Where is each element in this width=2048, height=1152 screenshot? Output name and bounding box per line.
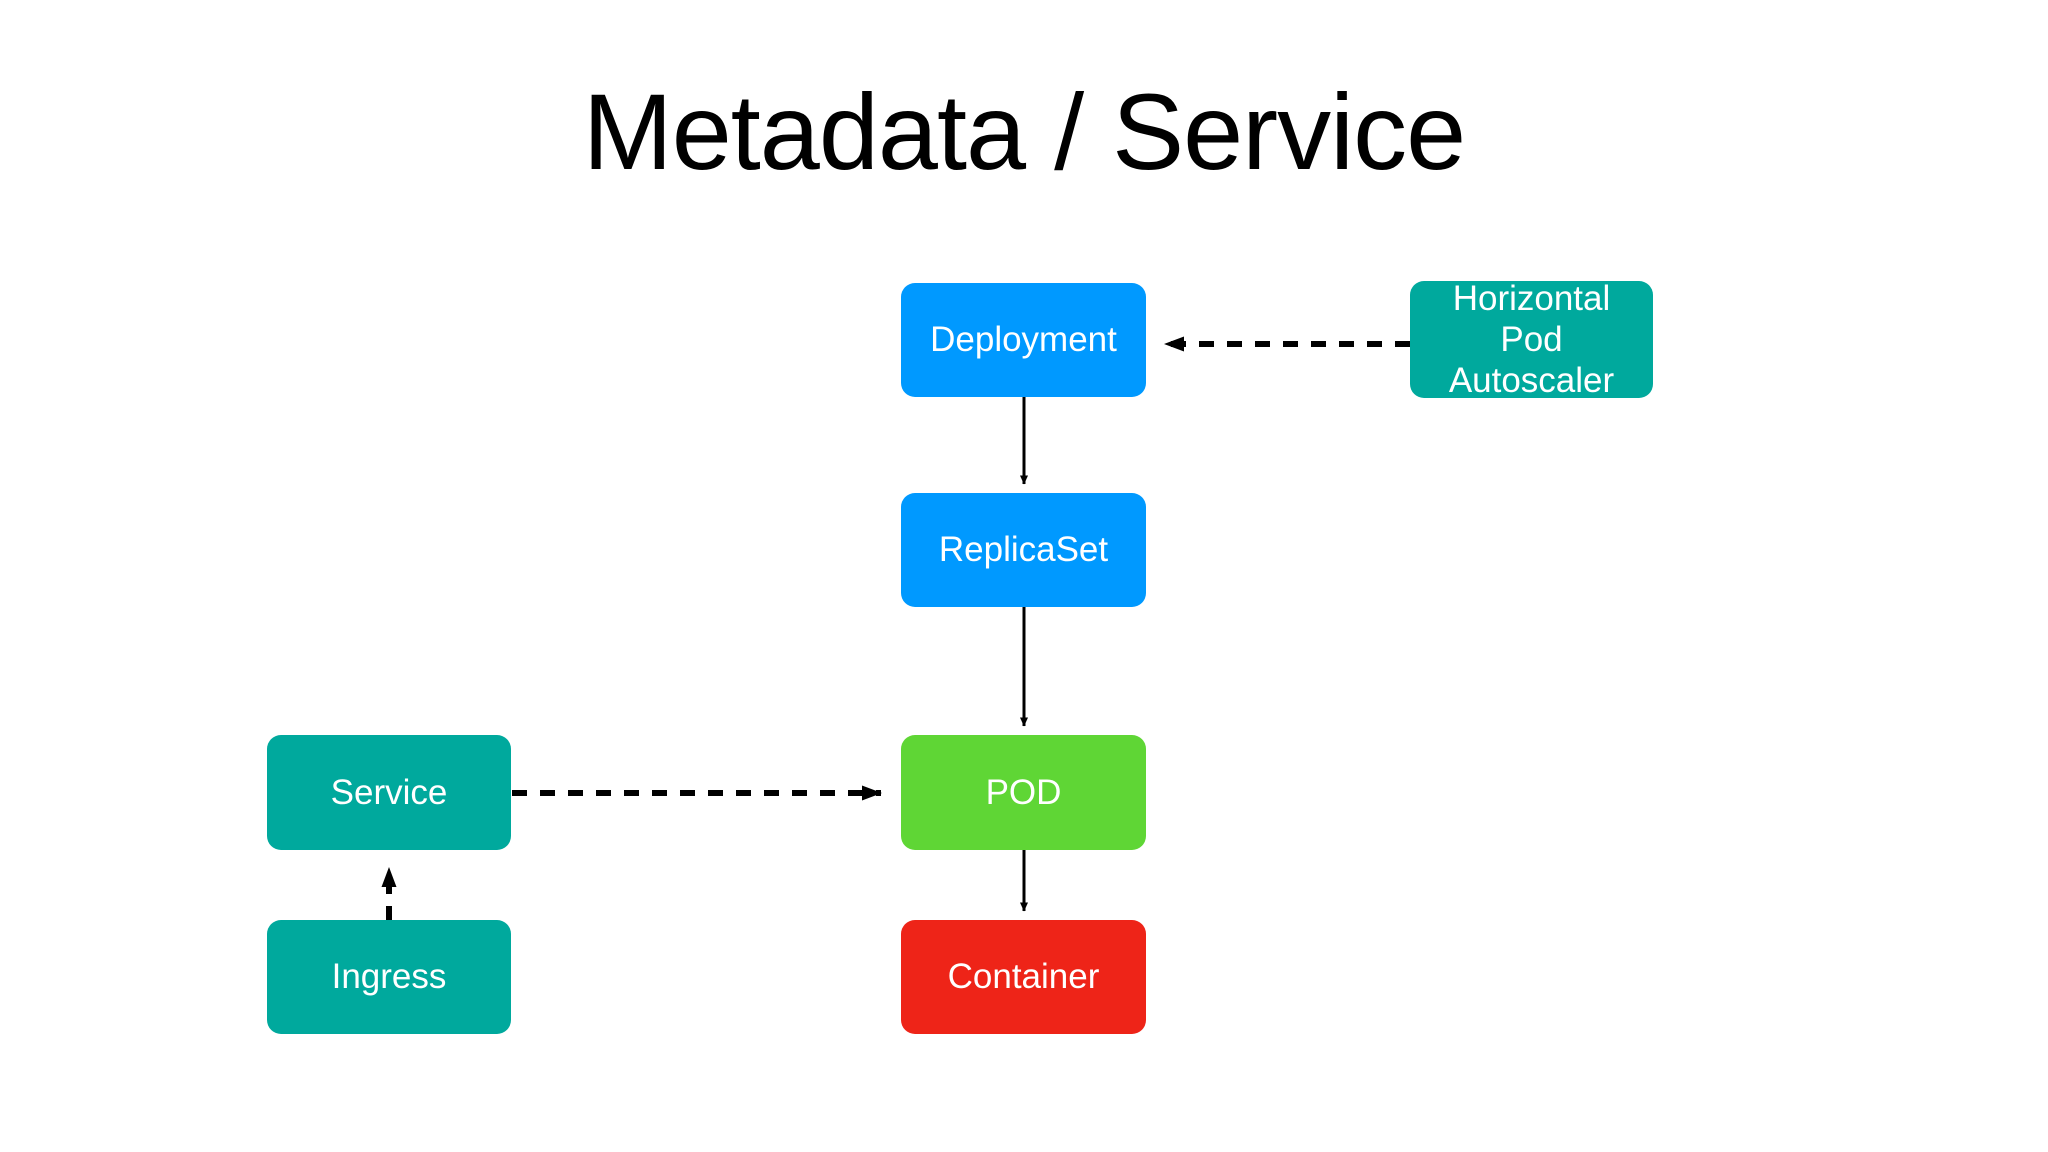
node-replicaset-label: ReplicaSet xyxy=(938,530,1109,570)
node-horizontal-pod-autoscaler[interactable]: Horizontal Pod Autoscaler xyxy=(1410,279,1653,400)
node-ingress[interactable]: Ingress xyxy=(267,920,511,1034)
node-container[interactable]: Container xyxy=(901,920,1146,1034)
node-replicaset[interactable]: ReplicaSet xyxy=(901,493,1146,607)
node-service[interactable]: Service xyxy=(267,735,511,850)
node-horizontal-pod-autoscaler-label: Horizontal Pod Autoscaler xyxy=(1448,278,1615,401)
node-ingress-label: Ingress xyxy=(331,957,447,997)
node-deployment-label: Deployment xyxy=(930,320,1117,360)
node-service-label: Service xyxy=(330,772,448,812)
page-title: Metadata / Service xyxy=(582,71,1466,192)
node-deployment[interactable]: Deployment xyxy=(901,283,1146,397)
node-pod-label: POD xyxy=(985,772,1062,812)
node-pod[interactable]: POD xyxy=(901,735,1146,850)
node-container-label: Container xyxy=(947,957,1100,997)
